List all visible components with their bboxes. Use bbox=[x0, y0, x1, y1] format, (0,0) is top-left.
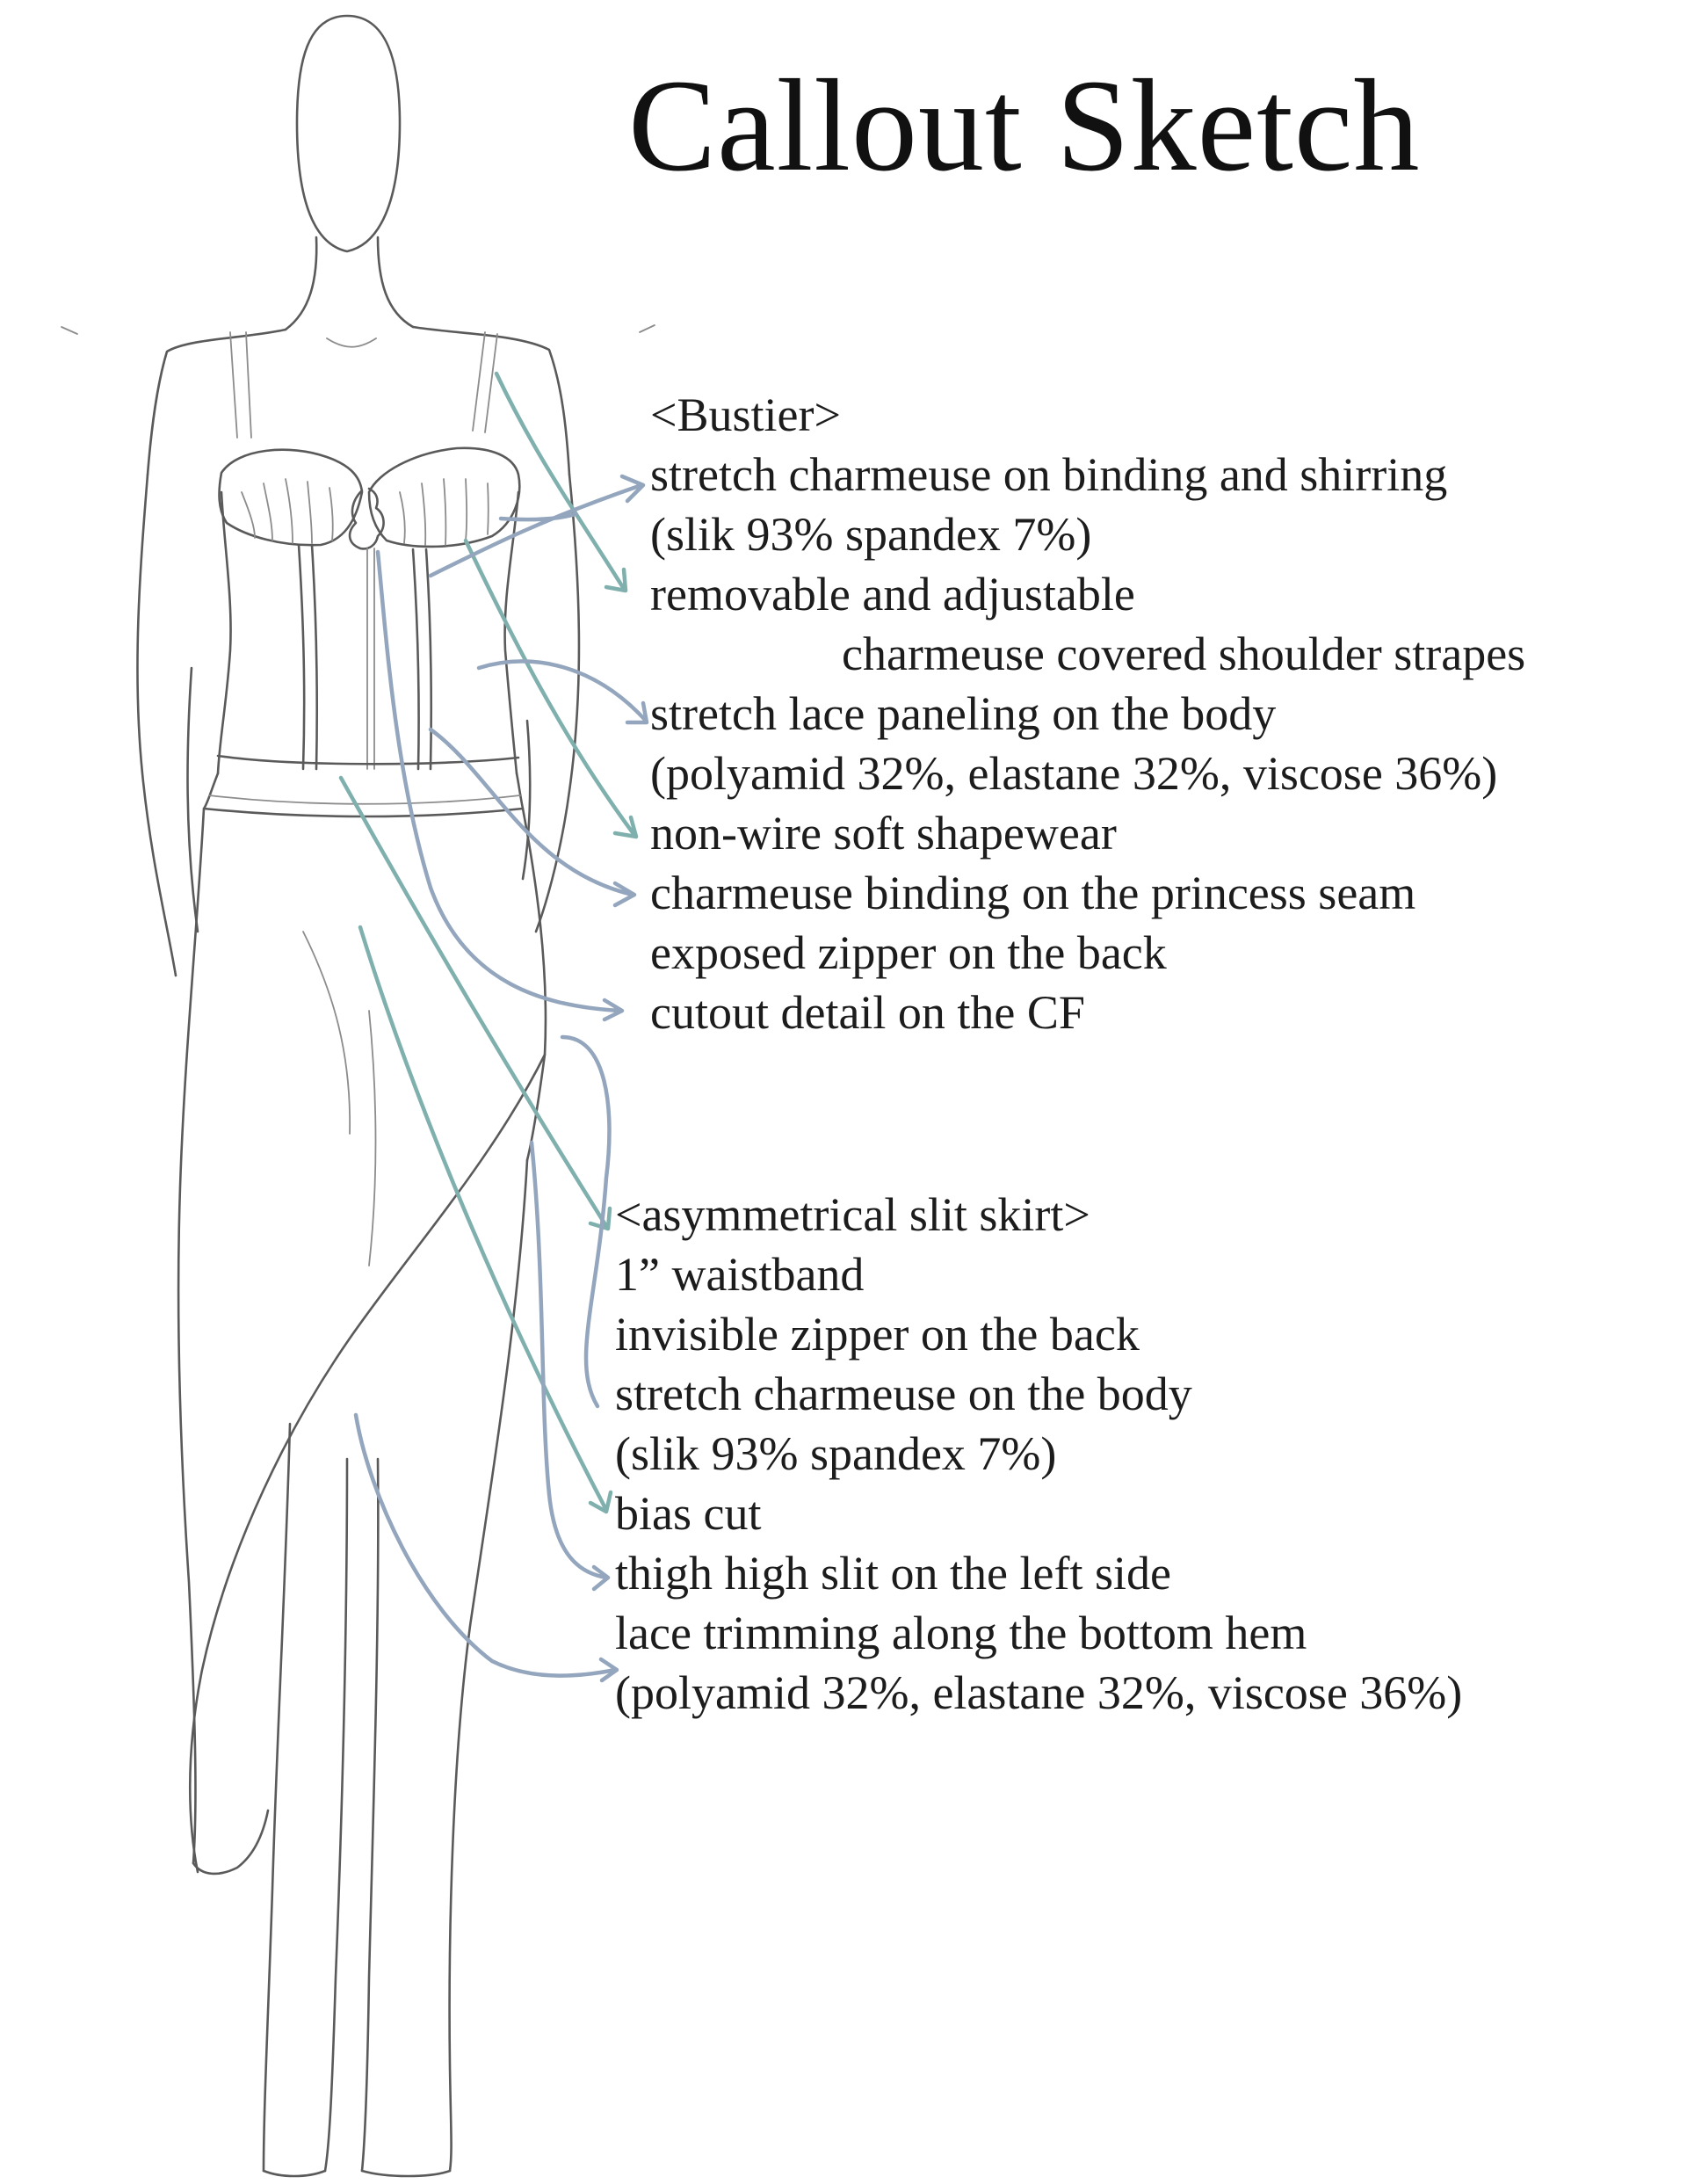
skirt-note: 1” waistband bbox=[615, 1248, 865, 1301]
skirt-right-side bbox=[521, 807, 547, 1162]
arrow-waistband bbox=[338, 775, 612, 1231]
cf-cutout bbox=[348, 487, 385, 550]
skirt-fold bbox=[302, 931, 377, 1266]
bustier-note: (polyamid 32%, elastane 32%, viscose 36%… bbox=[650, 747, 1498, 800]
skirt-note: stretch charmeuse on the body bbox=[615, 1368, 1192, 1420]
arrow-lace-paneling bbox=[476, 659, 649, 725]
arrow-princess-seam bbox=[428, 727, 637, 908]
bodice-left-side bbox=[216, 490, 232, 775]
leg-right-inner bbox=[360, 1457, 380, 2173]
arm-left bbox=[136, 473, 177, 977]
cup-left bbox=[218, 448, 364, 547]
leg-left-inner bbox=[323, 1457, 349, 2173]
skirt-left-side bbox=[177, 807, 206, 1865]
slate-arrows bbox=[353, 474, 649, 1683]
arrow-invisible-zipper bbox=[560, 1034, 612, 1409]
bustier-note: (slik 93% spandex 7%) bbox=[650, 508, 1092, 561]
arrow-cutout bbox=[375, 549, 625, 1022]
arrow-shirring-right bbox=[498, 512, 578, 522]
cup-shirring-right bbox=[399, 478, 489, 546]
arrow-binding-shirring bbox=[428, 474, 646, 578]
skirt-callout-notes: <asymmetrical slit skirt> 1” waistband i… bbox=[615, 1185, 1462, 1723]
collarbone-line bbox=[326, 337, 377, 348]
waistband-inner bbox=[208, 795, 521, 805]
bustier-note: exposed zipper on the back bbox=[650, 926, 1167, 979]
strap-left bbox=[229, 331, 252, 439]
princess-seam-right bbox=[411, 548, 433, 771]
arrow-bias-cut bbox=[358, 925, 613, 1514]
shoulder-mark-right bbox=[639, 324, 655, 333]
arrow-shoulder-straps bbox=[494, 371, 628, 593]
cf-zipper-line bbox=[366, 548, 375, 770]
arrow-thigh-slit bbox=[529, 1140, 611, 1592]
neck-line-left bbox=[284, 236, 318, 331]
skirt-note: (slik 93% spandex 7%) bbox=[615, 1427, 1057, 1480]
bustier-note: removable and adjustable bbox=[650, 568, 1135, 620]
bustier-note: non-wire soft shapewear bbox=[650, 807, 1117, 860]
bustier-note: charmeuse binding on the princess seam bbox=[650, 867, 1416, 919]
skirt-note: lace trimming along the bottom hem bbox=[615, 1607, 1307, 1659]
bustier-note: stretch lace paneling on the body bbox=[650, 687, 1277, 740]
bustier-note: stretch charmeuse on binding and shirrin… bbox=[650, 448, 1448, 501]
head-outline bbox=[295, 14, 402, 253]
strap-right bbox=[472, 331, 498, 433]
leg-right-outer bbox=[448, 1158, 529, 2173]
arrow-lace-trim bbox=[353, 1412, 619, 1683]
shoulder-right bbox=[411, 325, 571, 476]
bustier-heading: <Bustier> bbox=[650, 388, 841, 441]
teal-arrows bbox=[338, 371, 639, 1514]
skirt-heading: <asymmetrical slit skirt> bbox=[615, 1188, 1090, 1241]
feet bbox=[262, 2169, 452, 2178]
princess-seam-left bbox=[297, 543, 319, 771]
arm-right bbox=[534, 473, 581, 933]
bustier-note: cutout detail on the CF bbox=[650, 986, 1085, 1039]
bustier-note: charmeuse covered shoulder strapes bbox=[842, 628, 1526, 680]
skirt-hem-left bbox=[192, 1809, 270, 1876]
skirt-note: (polyamid 32%, elastane 32%, viscose 36%… bbox=[615, 1666, 1463, 1719]
skirt-note: bias cut bbox=[615, 1487, 762, 1540]
skirt-note: thigh high slit on the left side bbox=[615, 1547, 1171, 1600]
leg-left-outer bbox=[262, 1422, 292, 2173]
neck-line-right bbox=[376, 236, 415, 329]
skirt-note: invisible zipper on the back bbox=[615, 1308, 1140, 1360]
arm-left-inner bbox=[186, 666, 199, 933]
shoulder-mark-left bbox=[61, 326, 78, 335]
bodice-hem bbox=[216, 754, 520, 765]
arm-right-inner bbox=[521, 719, 532, 881]
arrow-shapewear bbox=[463, 538, 639, 839]
cup-shirring-left bbox=[241, 478, 334, 544]
page-title: Callout Sketch bbox=[628, 53, 1421, 199]
bustier-callout-notes: <Bustier> stretch charmeuse on binding a… bbox=[650, 385, 1525, 1042]
